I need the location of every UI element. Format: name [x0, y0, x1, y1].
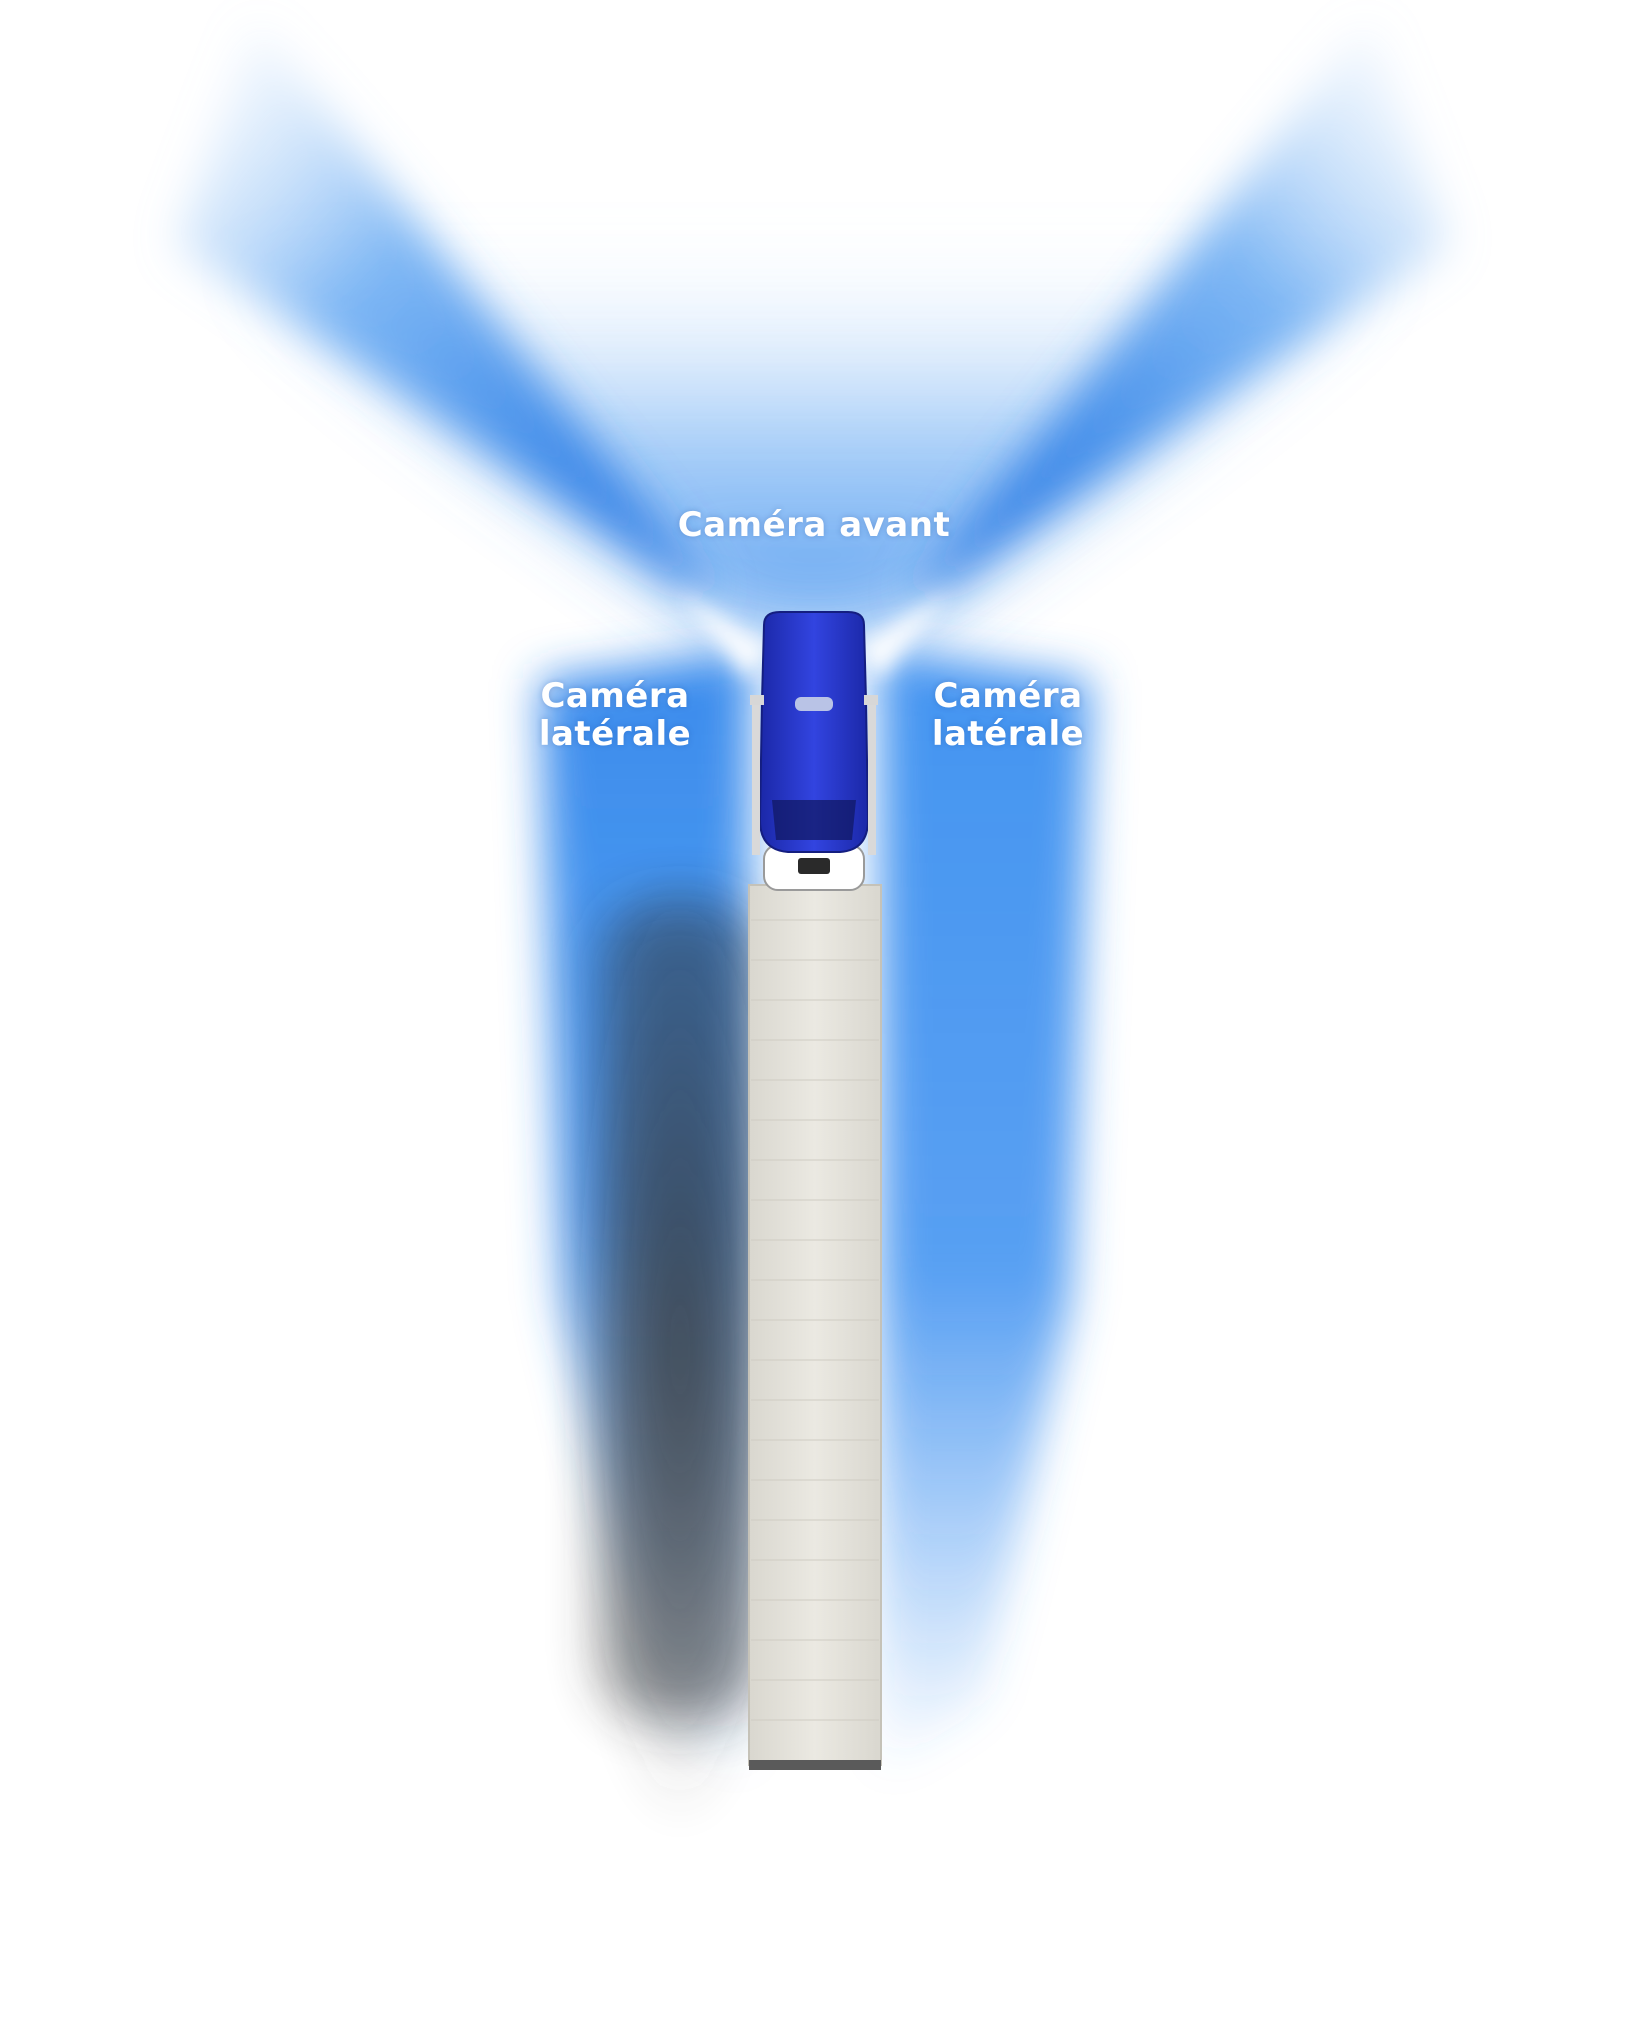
left-side-camera-label-line2: latérale [538, 714, 692, 754]
right-side-camera-label-line1: Caméra [933, 676, 1083, 716]
cab-near-zone-right [858, 592, 952, 680]
left-side-camera-label: Caméra latérale [515, 677, 715, 753]
truck-shadow-body [600, 900, 760, 1720]
front-camera-label: Caméra avant [614, 506, 1014, 544]
right-front-beam [908, 20, 1450, 600]
left-side-camera-label-line1: Caméra [540, 676, 690, 716]
cab-near-zone [676, 592, 770, 680]
trailer [748, 884, 882, 1770]
right-side-coverage [880, 650, 1090, 1780]
right-side-camera-label-line2: latérale [931, 714, 1085, 754]
truck-cab [750, 611, 878, 891]
front-camera-label-text: Caméra avant [677, 505, 951, 545]
left-front-beam [175, 20, 720, 600]
right-side-camera-label: Caméra latérale [908, 677, 1108, 753]
